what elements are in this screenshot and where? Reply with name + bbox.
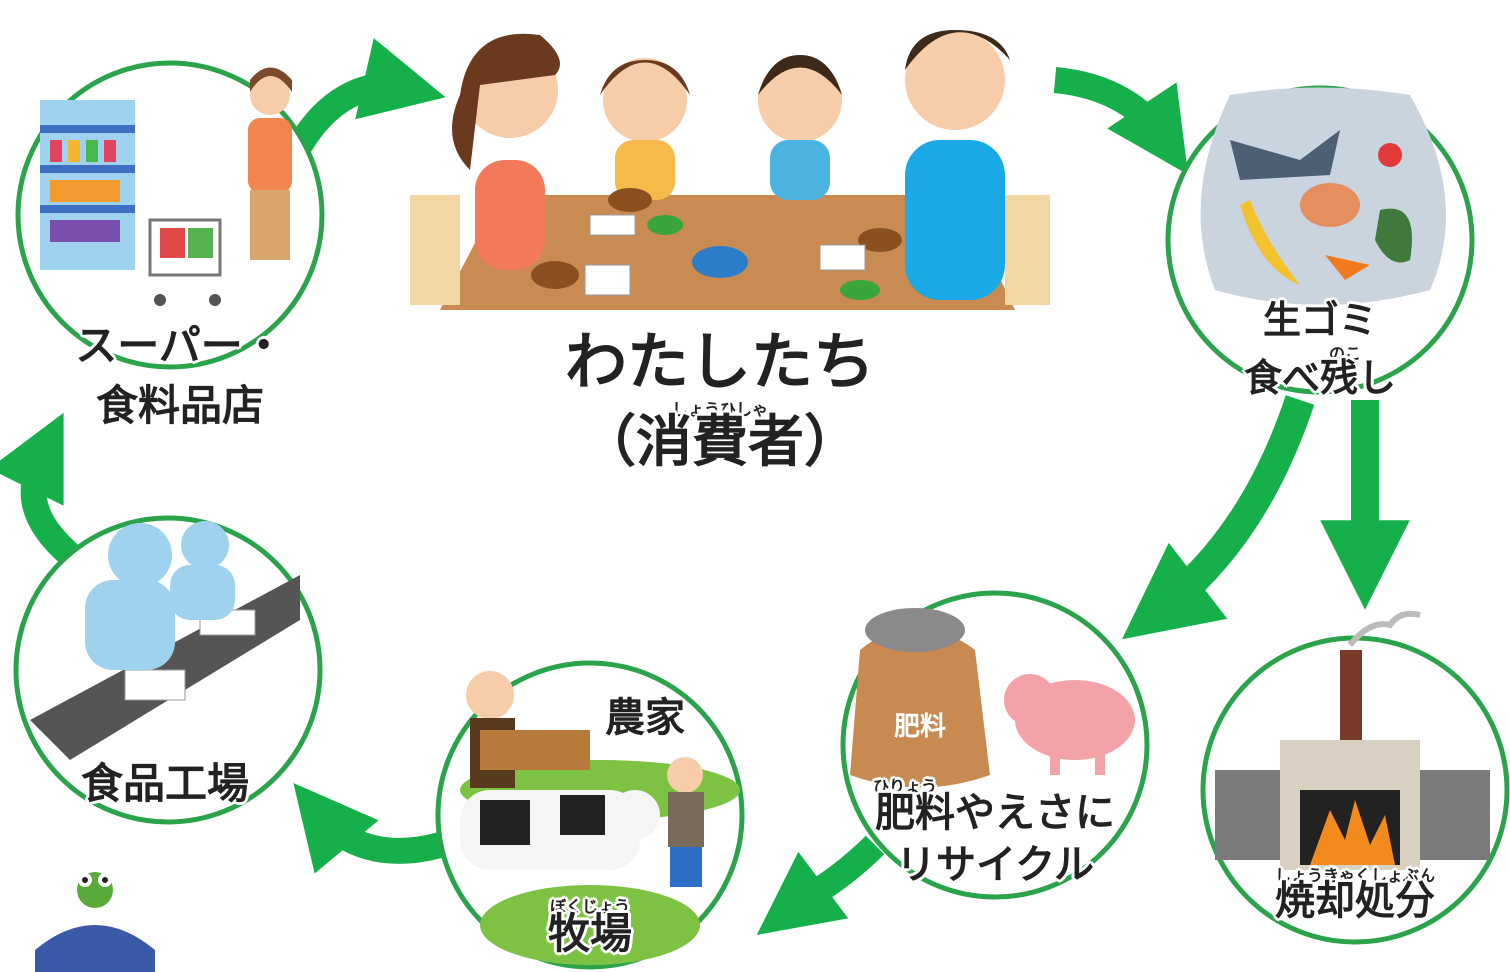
incinerate-ruby: しょうきゃくしょぶん xyxy=(1274,866,1435,885)
waste-label-line2: 食べ残し xyxy=(1243,356,1396,400)
farm-ruby: ぼくじょう xyxy=(549,897,630,916)
fertilizer-and-pig-icon xyxy=(850,608,1135,788)
consumers-ruby: しょうひしゃ xyxy=(671,400,768,419)
family-dining-illustration xyxy=(410,30,1050,310)
store-label-line1: スーパー・ xyxy=(75,321,285,370)
store-label-line2: 食料品店 xyxy=(95,381,264,430)
factory-node xyxy=(13,515,323,825)
waste-ruby: のこ xyxy=(1328,344,1361,363)
frog-hat-character-icon xyxy=(35,872,155,972)
incinerate-node xyxy=(1200,610,1510,945)
incinerate-label: 焼却処分 xyxy=(1275,878,1435,924)
factory-label: 食品工場 xyxy=(80,759,249,808)
food-factory-workers-icon xyxy=(30,521,300,760)
store-node xyxy=(15,60,325,370)
recycle-ruby: ひりょう xyxy=(872,777,937,796)
arrow-factory-to-store xyxy=(0,412,79,565)
farm-node xyxy=(435,660,745,970)
supermarket-shopper-icon xyxy=(40,67,292,306)
incinerator-icon xyxy=(1215,610,1490,870)
farm-label-line2: 牧場 xyxy=(547,909,632,958)
arrow-waste-to-recycle xyxy=(1121,395,1315,640)
recycle-label-line2: リサイクル xyxy=(896,842,1094,888)
arrow-store-to-consumers xyxy=(288,38,446,152)
arrow-farm-to-factory xyxy=(293,783,444,874)
garbage-bag-icon xyxy=(1200,87,1446,305)
consumers-title: わたしたち xyxy=(564,325,875,398)
farm-label-line1: 農家 xyxy=(605,695,685,741)
waste-node xyxy=(1165,85,1475,395)
recycle-node: 肥料 xyxy=(840,590,1150,900)
fertilizer-sack-label: 肥料 xyxy=(894,712,946,742)
recycle-label-line1: 肥料やえさに xyxy=(875,790,1115,836)
consumers-label: （消費者） xyxy=(580,410,860,475)
farmer-cow-icon xyxy=(460,671,740,965)
arrow-consumers-to-waste xyxy=(1053,67,1189,175)
arrow-recycle-to-farm xyxy=(756,835,885,935)
waste-label-line1: 生ゴミ xyxy=(1262,298,1377,342)
